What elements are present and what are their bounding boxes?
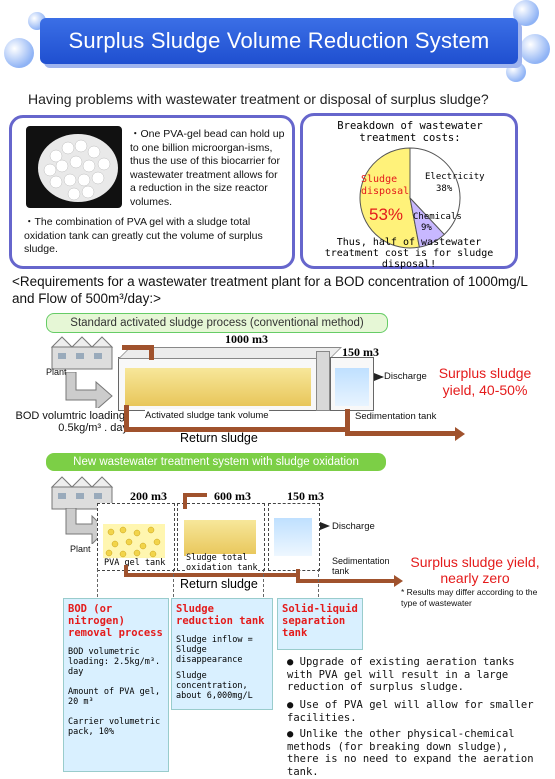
discharge-arrow [320,522,330,530]
cost-pie-chart [359,147,461,249]
standard-plant-label: Plant [46,367,67,377]
sludge-arrow-v [345,409,350,435]
intro-paragraph-1: ・One PVA-gel bead can hold up to one bil… [130,128,285,208]
new-sludge-arrow-head [394,575,403,587]
electricity-pct: 38% [436,184,453,194]
new-sed-liquid [274,518,312,556]
return-arrow-down [149,345,154,360]
bubble-decoration [506,62,526,82]
inflow-arrow-icon [65,372,113,408]
new-surplus: Surplus sludge yield, nearly zero [410,554,540,586]
new-return-line-v [124,565,128,575]
activated-tank-label: Activated sludge tank volume [145,409,269,423]
requirements-heading: <Requirements for a wastewater treatment… [12,274,528,306]
intro-paragraph-2: ・The combination of PVA gel with a sludg… [24,216,263,255]
return-line-v [124,405,129,430]
new-sedimentation: Sedimentation tank [332,556,390,576]
new-return-sludge: Return sludge [180,577,258,591]
card2-title: Sludge reduction tank [176,603,265,627]
bod-loading: BOD volumtric loading, 0.5kg/m³ . day [15,410,129,434]
new-sludge-arrow-h [296,579,394,583]
card1-line3: Carrier volumetric pack, 10% [68,717,161,737]
return-line-h [124,427,350,432]
new-sludge-arrow-v [296,569,300,583]
results-note: * Results may differ according to the ty… [401,587,538,608]
dashed-connector [173,569,174,597]
intro-box: ・One PVA-gel bead can hold up to one bil… [9,115,295,269]
chemicals-pct: 9% [421,223,432,233]
card1-title: BOD (or nitrogen) removal process [68,603,163,639]
new-return-line-h [124,573,296,577]
new-discharge: Discharge [332,521,375,532]
oxidation-tank-label: Sludge total oxidation tank [186,553,258,573]
plant-icon [50,336,114,370]
standard-aeration-tank [118,357,318,411]
cost-conclusion: Thus, half of wastewater treatment cost … [324,237,494,270]
sludge-pct: 53% [369,205,404,224]
dashed-connector [318,569,319,597]
subtitle: Having problems with wastewater treatmen… [28,91,489,107]
discharge-arrow [374,373,384,381]
electricity-label: Electricity [425,172,485,182]
electricity-slice [409,147,461,236]
card1-line2: Amount of PVA gel, 20 m³ [68,687,161,707]
new-sed-tank [268,503,320,571]
pva-tank-label: PVA gel tank [104,558,166,568]
return-arrow-top [183,493,207,497]
card2-line2: Sludge concentration, about 6,000mg/L [176,671,253,701]
new-plant-label: Plant [70,544,91,554]
bubble-decoration [520,34,550,64]
card3-title: Solid-liquid separation tank [282,603,358,639]
card1-line1: BOD volumetric loading: 2.5kg/m³. day [68,647,161,677]
bullet-3: ● Unlike the other physical-chemical met… [287,728,534,778]
cost-breakdown-box: Breakdown of wastewater treatment costs:… [300,113,518,270]
sludge-arrow-head [455,427,465,441]
return-arrow-top [122,345,154,350]
bubble-decoration [4,38,34,68]
card-sludge-reduction: Sludge reduction tank Sludge inflow = Sl… [171,598,273,710]
tank-side-face [316,351,330,411]
new-tank3-volume: 150 m3 [287,489,324,503]
oxidation-liquid [184,520,256,556]
chemicals-label: Chemicals [413,212,462,222]
cost-title: Breakdown of wastewater treatment costs: [337,120,483,144]
dashed-connector [97,569,98,597]
return-arrow-down [183,493,187,509]
gel-beads-icon [105,526,161,558]
standard-sed-tank [330,357,374,411]
standard-process-label: Standard activated sludge process (conve… [46,313,388,333]
card2-line1: Sludge inflow = Sludge disappearance [176,635,253,665]
new-tank1-volume: 200 m3 [130,489,167,503]
new-system-label: New wastewater treatment system with slu… [46,453,386,471]
sludge-label: Sludge disposal [361,174,410,197]
chemicals-slice [409,196,445,248]
standard-tank2-volume: 150 m3 [342,345,379,359]
sludge-slice [359,147,420,249]
new-tank2-volume: 600 m3 [214,489,251,503]
tank-liquid [125,368,311,406]
dashed-connector [263,569,264,597]
card-bod-removal: BOD (or nitrogen) removal process BOD vo… [63,598,169,772]
sed-liquid [335,368,369,406]
card-solid-liquid: Solid-liquid separation tank [277,598,363,650]
standard-surplus: Surplus sludge yield, 40-50% [438,365,532,398]
standard-sedimentation: Sedimentation tank [355,411,437,422]
pva-beads-image [26,126,122,208]
bullet-1: ● Upgrade of existing aeration tanks wit… [287,656,515,693]
standard-tank1-volume: 1000 m3 [225,332,268,346]
bullet-2: ● Use of PVA gel will allow for smaller … [287,699,534,724]
standard-discharge: Discharge [384,371,427,382]
pva-beads-icon [38,134,118,202]
page-title: Surplus Sludge Volume Reduction System [40,18,518,64]
sludge-arrow-h [345,431,455,436]
standard-return-sludge: Return sludge [180,431,258,445]
